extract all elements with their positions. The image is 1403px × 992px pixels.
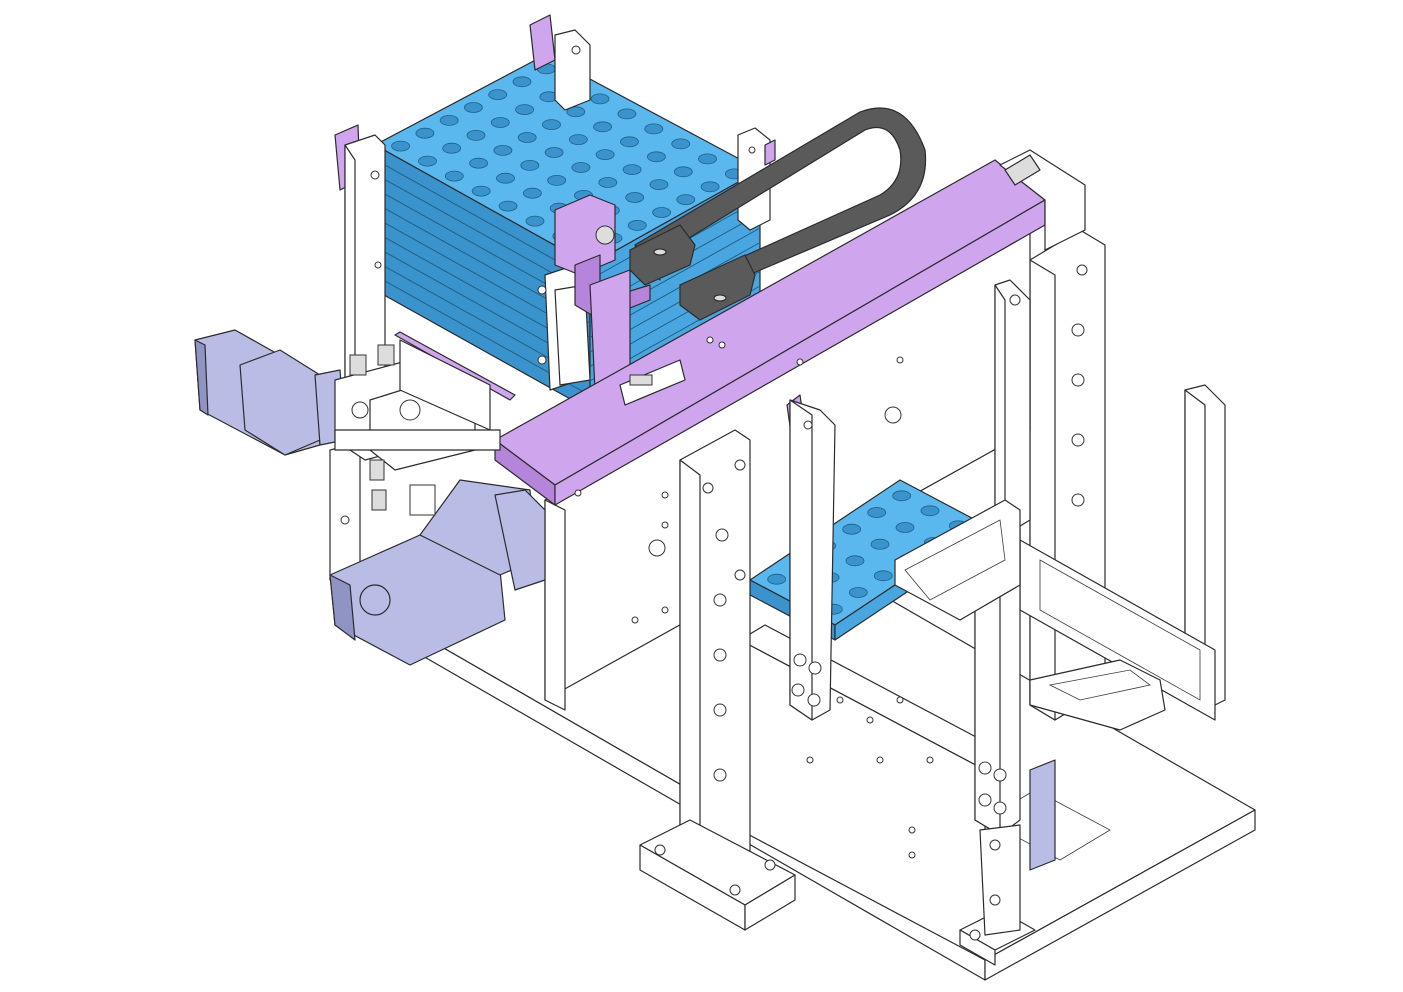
tray-pocket	[415, 127, 435, 139]
servo-motor-lower	[329, 479, 546, 666]
tray-pocket	[590, 93, 610, 105]
tray-pocket	[845, 555, 865, 567]
tray-pocket	[895, 522, 915, 533]
tray-pocket	[466, 129, 486, 141]
tray-pocket	[870, 538, 890, 550]
tray-pocket	[620, 136, 639, 148]
tray-pocket	[488, 89, 508, 100]
tray-pocket	[498, 200, 518, 212]
front-upright-center	[679, 429, 751, 901]
tray-pocket	[493, 144, 513, 156]
air-fittings	[369, 459, 436, 516]
sensor-bracket	[619, 359, 686, 406]
front-guide-post	[786, 394, 836, 721]
tray-pocket	[391, 140, 411, 152]
gantry-beam	[494, 159, 1046, 506]
back-upright-far-right	[1184, 384, 1226, 711]
tray-layer-line	[374, 159, 591, 280]
tray-pocket	[676, 194, 696, 206]
tray-pocket	[490, 117, 510, 128]
cable-chain	[629, 107, 927, 321]
tray-pocket	[542, 119, 561, 130]
servo-motor	[194, 329, 346, 456]
drive-box	[1029, 759, 1056, 871]
lower-cross-plate	[894, 499, 1021, 621]
foot-block-right	[959, 824, 1036, 966]
tray-pocket	[920, 505, 940, 517]
tray-pocket	[622, 164, 642, 176]
tray-pocket	[649, 179, 669, 191]
tray-pocket	[644, 123, 664, 135]
linear-slide	[334, 331, 516, 451]
rail-carriage	[1029, 659, 1166, 731]
tray-pocket	[444, 170, 464, 182]
tray-pocket	[867, 507, 887, 518]
tray-pocket	[873, 570, 893, 582]
tray-pocket	[523, 187, 542, 199]
tray-pocket	[566, 106, 586, 118]
tray-pocket	[442, 142, 462, 154]
tray-pocket	[848, 587, 868, 598]
tray-pocket	[617, 108, 637, 120]
tray-pocket	[463, 102, 483, 113]
tray-pocket	[517, 132, 537, 143]
tray-pocket	[595, 149, 615, 161]
tray-pocket	[700, 181, 720, 193]
tray-pocket	[515, 104, 534, 115]
tray-guide-post-back	[529, 14, 591, 111]
tray-pocket	[647, 151, 666, 163]
tray-pocket	[544, 147, 564, 158]
center-panel	[544, 229, 1031, 711]
tray-pocket	[652, 207, 671, 218]
tray-pocket	[767, 573, 787, 585]
tray-pocket	[496, 172, 515, 184]
tray-pocket	[593, 121, 612, 133]
tray-pocket	[698, 153, 717, 165]
tray-pocket	[418, 155, 437, 167]
foot-block-left	[639, 819, 796, 931]
tray-pocket	[471, 185, 491, 197]
tray-pocket	[525, 215, 545, 227]
tray-pocket	[571, 162, 591, 173]
tray-pocket	[439, 115, 459, 126]
tray-pocket	[469, 157, 489, 169]
tray-pocket	[627, 219, 647, 231]
tray-pocket	[671, 138, 691, 150]
tray-pocket	[625, 192, 645, 203]
beam-end-block	[999, 149, 1086, 251]
tray-pocket	[842, 523, 862, 535]
tray-pocket	[547, 174, 567, 186]
carriage-bracket	[554, 194, 651, 391]
tray-pocket	[512, 76, 532, 88]
tray-pocket	[598, 177, 618, 188]
tray-pocket	[673, 166, 693, 178]
tray-pocket	[520, 159, 540, 171]
inner-upright	[994, 279, 1031, 536]
tray-pocket	[568, 134, 588, 146]
lift-cylinder	[537, 264, 591, 391]
tray-pocket	[892, 490, 912, 502]
